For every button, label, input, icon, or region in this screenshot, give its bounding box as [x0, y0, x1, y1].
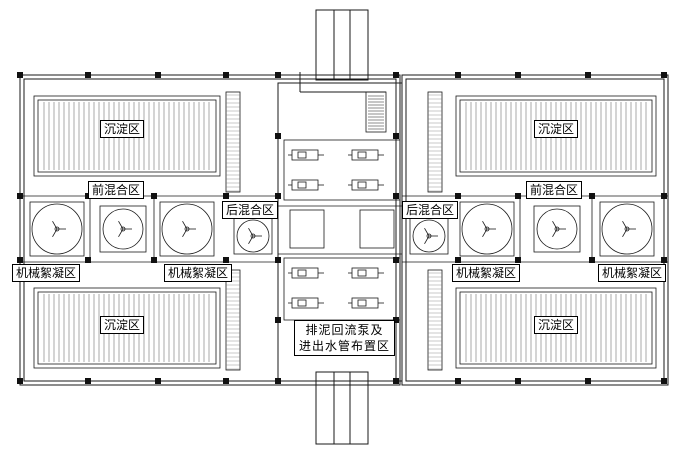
label-flocculation-right-1: 机械絮凝区 [452, 264, 521, 282]
divider-hatching [226, 94, 442, 370]
label-pump-line-1: 排泥回流泵及 [305, 323, 384, 337]
central-channel-top [299, 9, 386, 93]
pump-room [278, 91, 402, 321]
label-sedimentation-bottom-right: 沉淀区 [534, 316, 579, 334]
label-flocculation-left-1: 机械絮凝区 [12, 264, 81, 282]
label-sedimentation-top-right: 沉淀区 [534, 120, 579, 138]
label-sedimentation-bottom-left: 沉淀区 [100, 316, 145, 334]
central-channel-bottom [315, 371, 369, 445]
label-postmix-right: 后混合区 [402, 201, 459, 219]
mixer-circles [31, 203, 653, 255]
label-premix-right: 前混合区 [526, 181, 583, 199]
structural-columns [17, 72, 667, 384]
label-pump-area: 排泥回流泵及 进出水管布置区 [294, 320, 396, 356]
outer-walls [19, 74, 669, 386]
flocculator-tanks [29, 201, 655, 257]
sedimentation-tank-top-right [455, 95, 657, 177]
label-premix-left: 前混合区 [88, 181, 145, 199]
label-sedimentation-top-left: 沉淀区 [100, 120, 145, 138]
sedimentation-tank-top-left [33, 95, 221, 177]
impeller-icons [52, 221, 636, 244]
label-postmix-left: 后混合区 [222, 201, 279, 219]
sedimentation-tank-bottom-right [455, 287, 657, 369]
label-flocculation-right-2: 机械絮凝区 [598, 264, 667, 282]
stair-hatching [368, 95, 384, 130]
label-pump-line-2: 进出水管布置区 [299, 339, 391, 353]
pump-units [288, 149, 384, 309]
label-flocculation-left-2: 机械絮凝区 [164, 264, 233, 282]
sedimentation-tank-bottom-left [33, 287, 221, 369]
